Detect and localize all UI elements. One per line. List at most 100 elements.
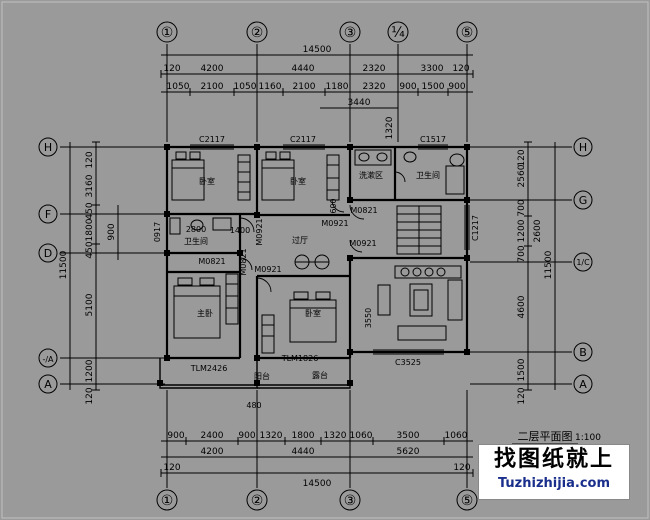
right-dim-1: 2560 bbox=[517, 164, 527, 187]
left-dim-small-0: 900 bbox=[107, 223, 117, 240]
top-dim-3-6: 2320 bbox=[363, 82, 386, 92]
axis-col-1-bottom: ① bbox=[161, 493, 174, 509]
bottom-dim-2-0: 4200 bbox=[201, 447, 224, 457]
top-dim-3-5: 1180 bbox=[326, 82, 349, 92]
bottom-dim-total: 14500 bbox=[303, 479, 332, 489]
bottom-dim-3-0: 120 bbox=[163, 463, 180, 473]
top-dim-3-1: 2100 bbox=[201, 82, 224, 92]
top-dim-2-1: 4200 bbox=[201, 64, 224, 74]
axis-row-1c-right: 1/C bbox=[576, 258, 590, 267]
dim-600: 600 bbox=[329, 198, 338, 213]
axis-col-5-top: ⑤ bbox=[461, 25, 474, 41]
dim-480: 480 bbox=[246, 401, 261, 410]
left-dim-0: 120 bbox=[85, 151, 95, 168]
window-label-c2117-a: C2117 bbox=[199, 135, 225, 144]
top-dim-2-2: 4440 bbox=[292, 64, 315, 74]
axis-row-g-right: G bbox=[579, 194, 588, 207]
axis-col-3-top: ③ bbox=[344, 25, 357, 41]
bottom-dim-1-7: 3500 bbox=[397, 431, 420, 441]
bottom-dim-1-5: 1320 bbox=[324, 431, 347, 441]
left-dim-small-1: 0917 bbox=[153, 222, 162, 242]
top-dim-total: 14500 bbox=[303, 45, 332, 55]
door-label-m0921-c: M0921 bbox=[255, 218, 264, 245]
left-dim-4: 450 bbox=[85, 241, 95, 258]
bottom-dim-1-4: 1800 bbox=[292, 431, 315, 441]
window-label-c1217: C1217 bbox=[471, 215, 480, 241]
bottom-dim-1-2: 900 bbox=[238, 431, 255, 441]
room-bedroom-3: 卧室 bbox=[305, 308, 321, 318]
axis-row-a-right: A bbox=[579, 378, 587, 391]
top-dim-2-4: 3300 bbox=[421, 64, 444, 74]
room-washroom: 洗漱区 bbox=[359, 170, 383, 180]
dim-2800: 2800 bbox=[186, 225, 206, 234]
room-balcony: 阳台 bbox=[254, 371, 270, 381]
room-bedroom-1: 卧室 bbox=[199, 176, 215, 186]
bottom-dim-1-6: 1060 bbox=[350, 431, 373, 441]
brand-url: Tuzhizhijia.com bbox=[497, 476, 611, 491]
brand-name: 找图纸就上 bbox=[493, 447, 614, 472]
top-dim-3-7: 900 bbox=[399, 82, 416, 92]
right-dim-2: 700 bbox=[517, 199, 527, 216]
top-dim-3-3: 1160 bbox=[259, 82, 282, 92]
top-dim-3-2: 1050 bbox=[234, 82, 257, 92]
axis-row-h-left: H bbox=[44, 141, 52, 154]
right-dim-3: 1200 bbox=[517, 219, 527, 242]
left-dim-outer: 11500 bbox=[59, 250, 69, 279]
bottom-dim-3-1: 120 bbox=[453, 463, 470, 473]
bottom-dim-2-2: 5620 bbox=[397, 447, 420, 457]
axis-row-h-right: H bbox=[579, 141, 587, 154]
room-bathroom-1: 卫生间 bbox=[416, 170, 440, 180]
axis-col-5-bottom: ⑤ bbox=[461, 493, 474, 509]
right-dim-6: 1500 bbox=[517, 358, 527, 381]
door-label-m0821-c: M0821 bbox=[239, 248, 248, 275]
room-hall: 过厅 bbox=[292, 235, 308, 245]
window-label-c3525: C3525 bbox=[395, 358, 421, 367]
left-dim-3: 1800 bbox=[85, 218, 95, 241]
right-dim-0: 120 bbox=[517, 149, 527, 166]
room-bedroom-2: 卧室 bbox=[290, 176, 306, 186]
window-label-c2117-b: C2117 bbox=[290, 135, 316, 144]
axis-row-d-left: D bbox=[44, 247, 52, 260]
right-dim-outer: 11500 bbox=[544, 250, 554, 279]
top-dim-3-4: 2100 bbox=[293, 82, 316, 92]
watermark-brand: 找图纸就上 Tuzhizhijia.com bbox=[478, 444, 630, 500]
door-label-m0921-b: M0921 bbox=[349, 239, 376, 248]
dim-3550: 3550 bbox=[364, 308, 373, 328]
axis-col-1-top: ① bbox=[161, 25, 174, 41]
axis-row-b-right: B bbox=[579, 346, 587, 359]
top-dim-extra-0: 1320 bbox=[385, 116, 395, 139]
top-dim-2-0: 120 bbox=[163, 64, 180, 74]
axis-row-a-left: A bbox=[44, 378, 52, 391]
top-dim-3-8: 1500 bbox=[422, 82, 445, 92]
room-terrace: 露台 bbox=[312, 370, 328, 380]
bottom-dim-2-1: 4440 bbox=[292, 447, 315, 457]
left-dim-1: 3160 bbox=[85, 174, 95, 197]
door-label-m0821-b: M0821 bbox=[198, 257, 225, 266]
axis-col-4-top: ¼ bbox=[391, 25, 405, 41]
bottom-dim-1-1: 2400 bbox=[201, 431, 224, 441]
door-label-tlm2426: TLM2426 bbox=[190, 364, 228, 373]
axis-row-f-left: F bbox=[45, 208, 51, 221]
top-dim-4-0: 3440 bbox=[348, 98, 371, 108]
right-dim-7: 120 bbox=[517, 387, 527, 404]
bottom-dim-1-8: 1060 bbox=[445, 431, 468, 441]
axis-col-2-bottom: ② bbox=[251, 493, 264, 509]
door-label-m0921-d: M0921 bbox=[254, 265, 281, 274]
top-dim-2-5: 120 bbox=[452, 64, 469, 74]
axis-row-1a-left: -/A bbox=[42, 355, 54, 364]
bottom-dim-1-3: 1320 bbox=[260, 431, 283, 441]
top-dim-3-9: 900 bbox=[448, 82, 465, 92]
right-dim-mid: 2600 bbox=[533, 219, 543, 242]
room-bathroom-2: 卫生间 bbox=[184, 236, 208, 246]
room-master-bedroom: 主卧 bbox=[197, 308, 213, 318]
door-label-tlm1826: TLM1826 bbox=[281, 354, 319, 363]
left-dim-5: 5100 bbox=[85, 293, 95, 316]
window-label-c1517: C1517 bbox=[420, 135, 446, 144]
right-dim-5: 4600 bbox=[517, 295, 527, 318]
left-dim-6: 1200 bbox=[85, 359, 95, 382]
door-label-m0821-a: M0821 bbox=[350, 206, 377, 215]
top-dim-2-3: 2320 bbox=[363, 64, 386, 74]
bottom-dim-1-0: 900 bbox=[167, 431, 184, 441]
drawing-title: 二层平面图 bbox=[518, 430, 573, 443]
furniture bbox=[169, 149, 465, 354]
